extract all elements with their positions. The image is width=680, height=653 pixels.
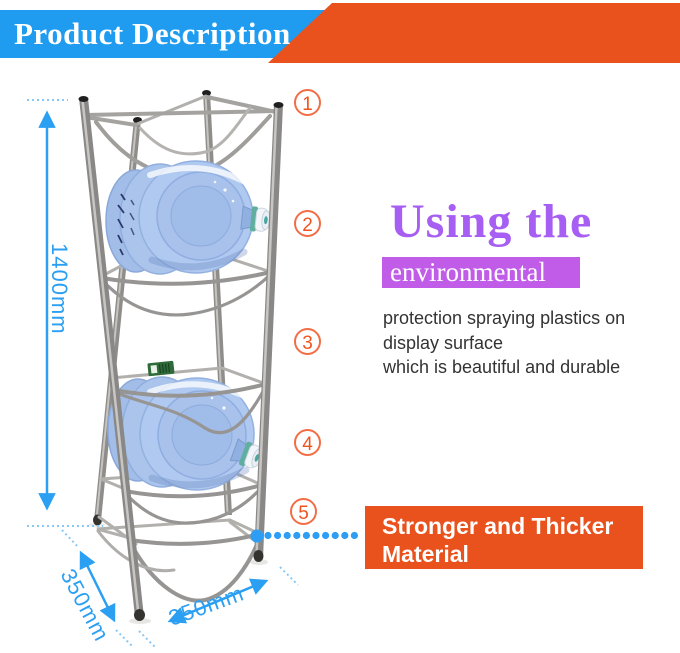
headline: Using the — [390, 195, 593, 248]
water-bottle-bottom — [107, 360, 263, 491]
banner-blue-bar — [0, 10, 335, 58]
banner-orange-ribbon — [268, 3, 680, 63]
callout-5: 5 — [290, 498, 317, 525]
rack-front-rails — [96, 270, 273, 603]
width-dimension-arrow — [167, 578, 269, 624]
body-line-2: display surface — [383, 332, 504, 353]
highlight-banner: environmental — [382, 257, 580, 288]
rack-illustration: 1400mm 350mm 350mm — [27, 90, 358, 648]
body-line-1: protection spraying plastics on — [383, 308, 626, 328]
depth-dimension: 350mm — [56, 529, 133, 647]
height-dimension-label: 1400mm — [47, 243, 72, 335]
callout-1: 1 — [294, 89, 321, 116]
connector-dotted-line — [250, 529, 358, 543]
height-dimension: 1400mm — [27, 99, 103, 527]
callout-2: 2 — [294, 210, 321, 237]
rack-front-posts — [78, 96, 284, 621]
body-paragraph: protection spraying plastics on display … — [383, 306, 625, 380]
callout-4: 4 — [294, 429, 321, 456]
bottle-label — [147, 360, 175, 377]
material-callout-line-1: Stronger and Thicker — [382, 513, 614, 539]
water-bottle-top — [105, 160, 271, 275]
material-callout-line-2: Material — [382, 541, 469, 567]
width-dimension-label: 350mm — [165, 580, 247, 630]
width-dimension: 350mm — [138, 566, 299, 648]
body-line-3: which is beautiful and durable — [383, 357, 621, 377]
material-callout-box: Stronger and Thicker Material — [365, 506, 643, 569]
section-title: Product Description — [14, 16, 291, 51]
callout-3: 3 — [294, 328, 321, 355]
depth-dimension-arrow — [79, 550, 116, 623]
